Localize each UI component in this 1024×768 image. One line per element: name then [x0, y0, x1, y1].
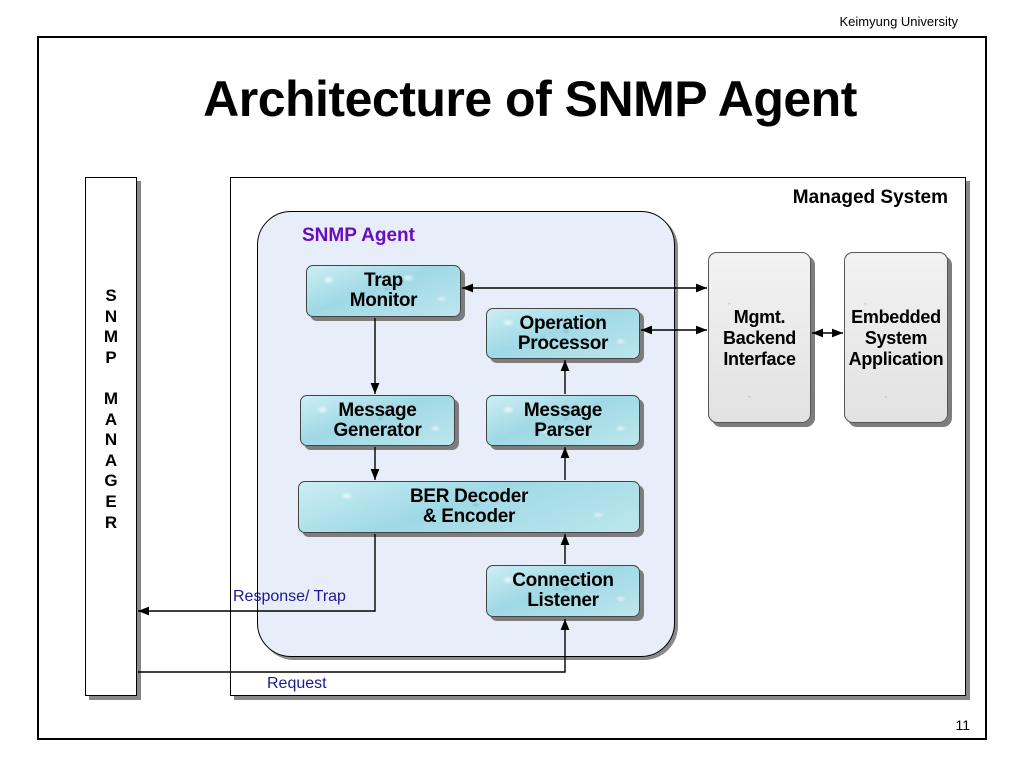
snmp-manager-box	[85, 177, 137, 696]
request-path	[138, 619, 570, 673]
request-label: Request	[267, 675, 327, 692]
institution-name: Keimyung University	[839, 14, 959, 29]
snmp-agent-label: SNMP Agent	[302, 225, 415, 246]
message-parser-box: Message Parser	[486, 395, 640, 446]
connection-listener-box: Connection Listener	[486, 565, 640, 617]
response-trap-label: Response/ Trap	[233, 588, 346, 605]
mgmt-backend-interface-box: Mgmt. Backend Interface	[708, 252, 811, 423]
slide-title: Architecture of SNMP Agent	[203, 71, 857, 127]
ber-codec-box: BER Decoder & Encoder	[298, 481, 640, 533]
trap-monitor-box: Trap Monitor	[306, 265, 461, 317]
embedded-system-application-box: Embedded System Application	[844, 252, 948, 423]
managed-system-label: Managed System	[792, 187, 948, 208]
operation-processor-box: Operation Processor	[486, 308, 640, 359]
message-generator-box: Message Generator	[300, 395, 455, 446]
snmp-manager-label: S N M P M A N A G E R	[103, 286, 119, 532]
response-trap-path	[138, 534, 376, 616]
page-number: 11	[955, 717, 970, 733]
slide-frame	[37, 36, 987, 740]
